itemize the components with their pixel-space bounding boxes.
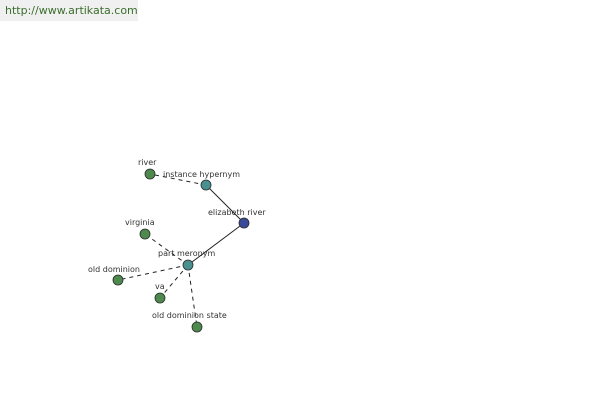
nodes-layer <box>112 168 250 333</box>
node-virginia[interactable] <box>139 228 151 240</box>
label-virginia: virginia <box>125 218 155 227</box>
node-instance-hypernym[interactable] <box>200 179 212 191</box>
node-elizabeth-river[interactable] <box>238 217 250 229</box>
node-river[interactable] <box>144 168 156 180</box>
label-river: river <box>138 158 157 167</box>
label-part-meronym: part meronym <box>158 249 215 258</box>
site-url[interactable]: http://www.artikata.com <box>5 4 138 17</box>
edge-instance-hypernym-to-river <box>149 173 207 186</box>
edges-layer <box>117 173 245 328</box>
edge-part-meronym-to-virginia <box>144 233 189 266</box>
edge-part-meronym-to-old-dominion <box>117 264 189 281</box>
edge-elizabeth-river-to-part-meronym <box>187 222 245 266</box>
node-va[interactable] <box>154 292 166 304</box>
label-old-dominion: old dominion <box>88 265 140 274</box>
label-va: va <box>155 282 165 291</box>
label-instance-hypernym: instance hypernym <box>163 170 240 179</box>
edge-part-meronym-to-old-dominion-state <box>187 264 198 328</box>
edge-elizabeth-river-to-instance-hypernym <box>205 184 245 224</box>
label-elizabeth-river: elizabeth river <box>208 208 266 217</box>
node-part-meronym[interactable] <box>182 259 194 271</box>
labels-layer: elizabeth river instance hypernym part mer… <box>88 158 266 320</box>
label-old-dominion-state: old dominion state <box>152 311 227 320</box>
url-banner: http://www.artikata.com <box>0 0 138 21</box>
node-old-dominion-state[interactable] <box>191 321 203 333</box>
node-old-dominion[interactable] <box>112 274 124 286</box>
